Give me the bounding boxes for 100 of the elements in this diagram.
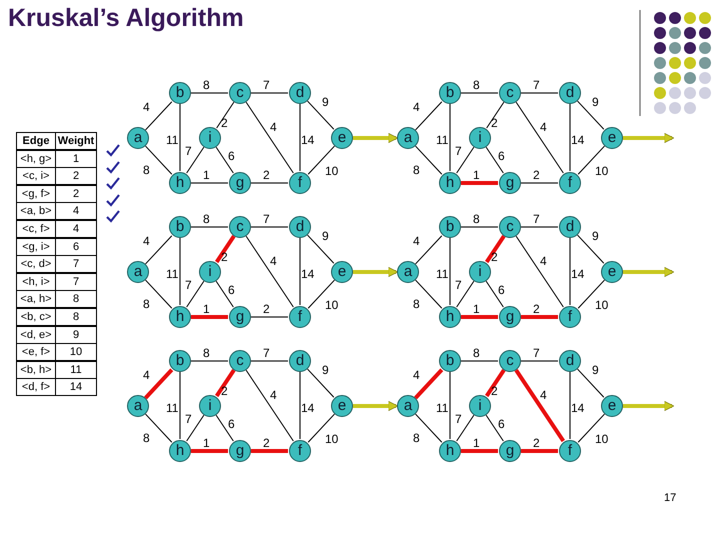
edge-label: 4 — [270, 121, 277, 134]
table-cell: 6 — [55, 238, 97, 256]
vertex-circle: b — [169, 216, 191, 238]
edge-label: 11 — [166, 134, 178, 147]
edge-label: 2 — [263, 437, 270, 450]
edge-line — [215, 235, 236, 264]
edge-line — [415, 414, 442, 443]
vertex-circle: f — [559, 172, 581, 194]
arrow — [623, 132, 674, 144]
edge-line — [190, 92, 228, 94]
edge-line — [307, 368, 334, 398]
edge-line — [145, 101, 172, 130]
edge-line — [308, 414, 335, 443]
edge-line — [485, 235, 506, 264]
edge-line — [246, 236, 294, 308]
edge-label: 9 — [322, 96, 329, 109]
edge-label: 8 — [143, 298, 150, 311]
vertex-circle: e — [601, 395, 623, 417]
edge-line — [250, 226, 288, 228]
edge-label: 8 — [413, 164, 420, 177]
edge-label: 9 — [322, 230, 329, 243]
edge-line — [520, 226, 558, 228]
edge-line — [486, 146, 504, 174]
vertex-circle: e — [331, 127, 353, 149]
vertex-circle: i — [469, 261, 491, 283]
vertex-circle: c — [229, 216, 251, 238]
edge-line — [250, 92, 288, 94]
edge-label: 10 — [595, 299, 608, 312]
vertex-circle: a — [127, 395, 149, 417]
table-cell: <b, c> — [16, 308, 56, 326]
arrow — [353, 266, 398, 278]
arrow — [353, 132, 398, 144]
edge-line — [578, 280, 605, 309]
edge-line — [578, 146, 605, 175]
table-cell: <h, i> — [16, 272, 56, 291]
edge-label: 2 — [221, 251, 228, 264]
edge-line — [577, 100, 604, 130]
vertex-circle: h — [439, 172, 461, 194]
vertex-circle: e — [331, 395, 353, 417]
vertex-circle: c — [499, 350, 521, 372]
edge-label: 9 — [322, 364, 329, 377]
table-cell: <a, b> — [16, 202, 56, 220]
edge-label: 7 — [185, 413, 192, 426]
edge-line — [486, 414, 504, 442]
edge-line — [520, 360, 558, 362]
edge-line — [521, 315, 558, 319]
vertex-circle: a — [397, 127, 419, 149]
vertex-circle: a — [397, 395, 419, 417]
edge-label: 4 — [413, 369, 420, 382]
vertex-circle: c — [499, 82, 521, 104]
arrow — [623, 266, 674, 278]
edge-label: 4 — [143, 369, 150, 382]
edge-label: 2 — [533, 437, 540, 450]
table-cell: <c, i> — [16, 167, 56, 186]
edge-label: 6 — [228, 418, 235, 431]
edge-line — [577, 368, 604, 398]
edge-line — [461, 181, 498, 185]
edge-label: 7 — [263, 347, 270, 360]
vertex-circle: d — [289, 350, 311, 372]
table-cell: 8 — [55, 308, 97, 326]
edge-line — [216, 280, 234, 308]
edge-label: 11 — [166, 268, 178, 281]
edge-label: 7 — [455, 279, 462, 292]
edge-label: 10 — [595, 433, 608, 446]
vertex-circle: g — [499, 306, 521, 328]
edge-label: 7 — [455, 145, 462, 158]
arrow — [353, 400, 398, 412]
edge-line — [578, 414, 605, 443]
edge-line — [190, 360, 228, 362]
edge-label: 2 — [221, 385, 228, 398]
edge-label: 4 — [270, 255, 277, 268]
arrow — [623, 400, 674, 412]
edge-line — [145, 414, 172, 443]
table-cell: <c, d> — [16, 255, 56, 274]
edge-line — [521, 449, 558, 453]
vertex-circle: e — [331, 261, 353, 283]
edge-line — [456, 146, 474, 174]
table-cell: <g, f> — [16, 184, 56, 203]
vertex-circle: a — [127, 127, 149, 149]
edge-line — [520, 182, 558, 184]
edge-line — [486, 280, 504, 308]
edge-label: 2 — [533, 303, 540, 316]
edge-label: 1 — [473, 303, 480, 316]
edge-line — [415, 280, 442, 309]
vertex-circle: b — [439, 216, 461, 238]
edge-line — [144, 368, 174, 400]
vertex-circle: h — [169, 440, 191, 462]
edge-label: 4 — [143, 235, 150, 248]
edge-label: 7 — [533, 79, 540, 92]
edge-line — [577, 234, 604, 264]
edge-label: 1 — [473, 169, 480, 182]
edge-label: 6 — [228, 284, 235, 297]
edge-label: 10 — [325, 433, 338, 446]
edge-label: 8 — [473, 213, 480, 226]
edge-line — [456, 414, 474, 442]
edge-label: 2 — [263, 303, 270, 316]
edge-label: 2 — [491, 117, 498, 130]
edge-line — [461, 449, 498, 453]
edge-label: 1 — [203, 169, 210, 182]
vertex-circle: c — [499, 216, 521, 238]
